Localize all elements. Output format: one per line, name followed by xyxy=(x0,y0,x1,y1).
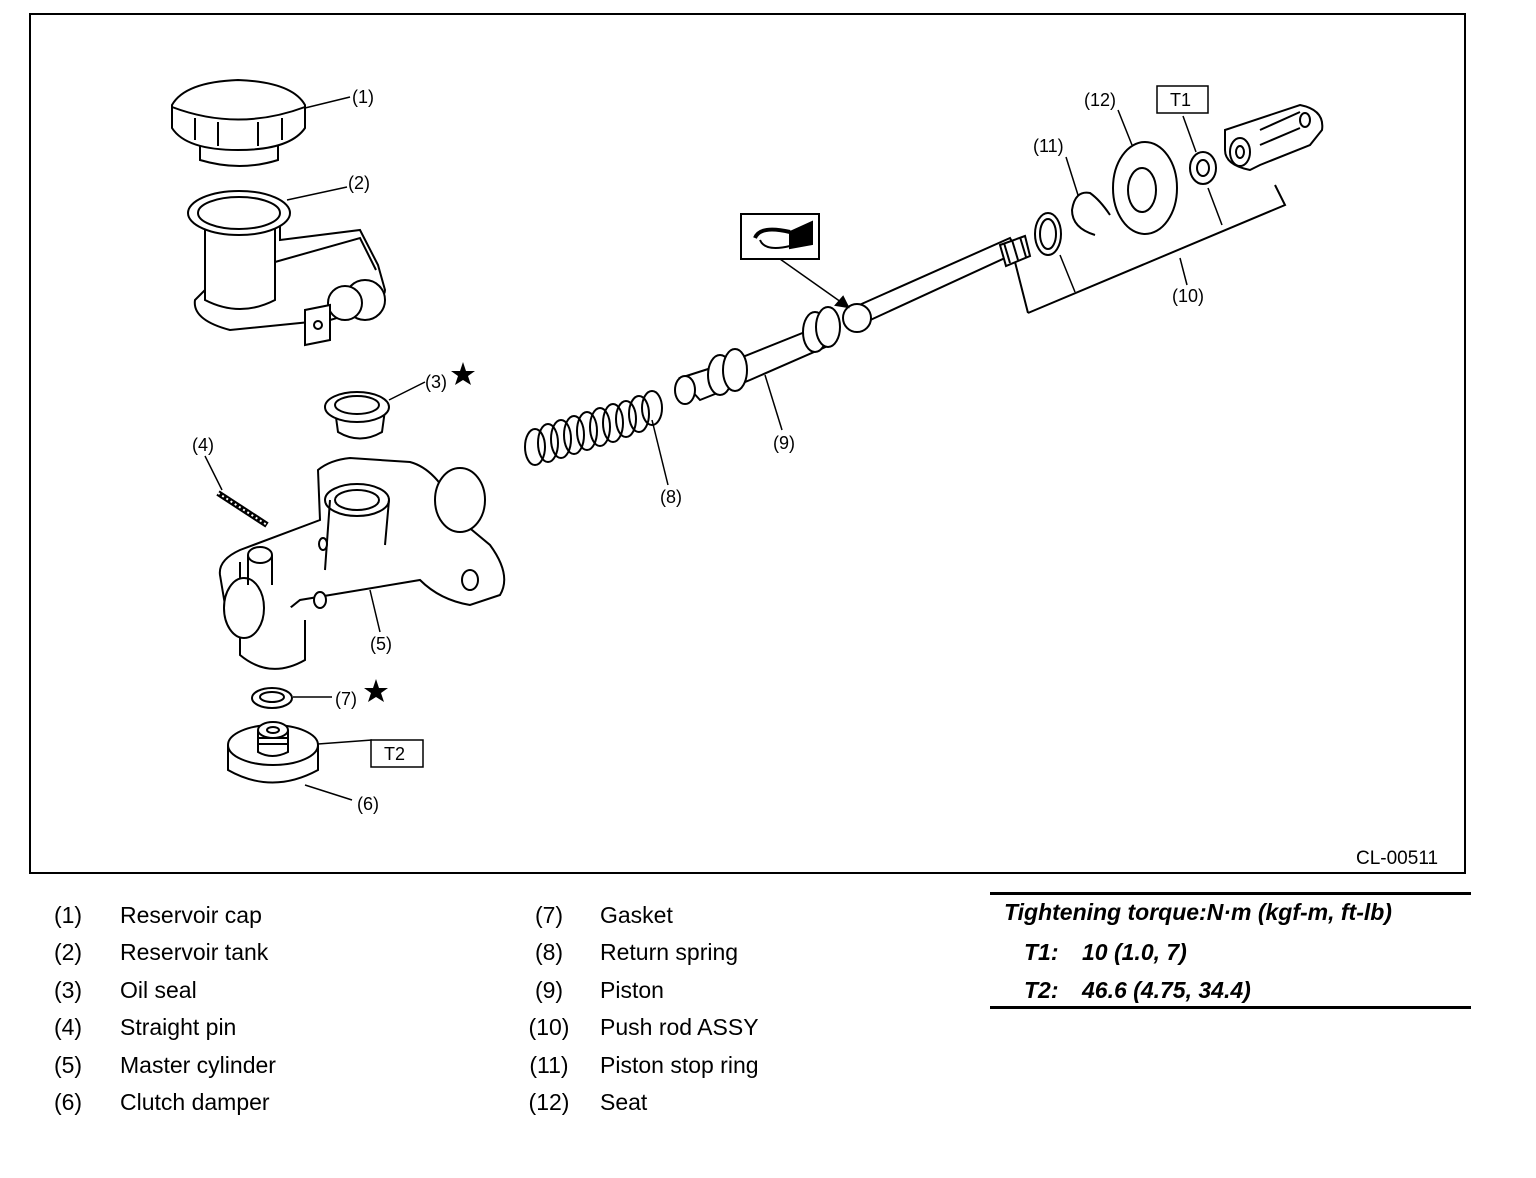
legend-num: (1) xyxy=(53,902,83,928)
push-rod-assy-part xyxy=(842,184,1287,333)
oil-seal-part xyxy=(324,381,426,440)
legend-num: (8) xyxy=(534,939,564,965)
callout-1: (1) xyxy=(352,87,374,107)
legend-label: Piston xyxy=(600,977,664,1003)
callout-3: (3) xyxy=(425,372,447,392)
diagram-frame xyxy=(29,13,1466,874)
callout-12: (12) xyxy=(1084,90,1116,110)
gasket-part xyxy=(251,687,332,709)
callout-9: (9) xyxy=(773,433,795,453)
torque-key: T2: xyxy=(1024,977,1059,1003)
straight-pin-part xyxy=(204,455,269,528)
legend-label: Clutch damper xyxy=(120,1089,270,1115)
legend-label: Seat xyxy=(600,1089,648,1115)
callout-7: (7) xyxy=(335,689,357,709)
legend-label: Piston stop ring xyxy=(600,1052,759,1078)
exploded-parts-diagram: (1) (2) (3) (4) (5) (7) (6) (8) (9) (10)… xyxy=(29,13,1466,874)
legend-num: (7) xyxy=(534,902,564,928)
legend-label: Master cylinder xyxy=(120,1052,276,1078)
legend-num: (10) xyxy=(528,1014,570,1040)
callout-10: (10) xyxy=(1172,286,1204,306)
callout-2: (2) xyxy=(348,173,370,193)
legend-num: (11) xyxy=(529,1052,569,1078)
legend-num: (6) xyxy=(53,1089,83,1115)
legend-label: Oil seal xyxy=(120,977,197,1003)
torque-key: T1: xyxy=(1024,939,1059,965)
svg-text:T2: T2 xyxy=(384,744,405,764)
clutch-damper-part xyxy=(227,721,373,801)
torque-box-t1: T1 xyxy=(1156,85,1209,114)
master-cylinder-part xyxy=(218,456,506,670)
legend-label: Straight pin xyxy=(120,1014,237,1040)
torque-value: 46.6 (4.75, 34.4) xyxy=(1082,977,1251,1003)
callout-4: (4) xyxy=(192,435,214,455)
reservoir-cap-part xyxy=(171,78,351,167)
replace-star-icon xyxy=(364,362,475,702)
torque-value: 10 (1.0, 7) xyxy=(1082,939,1187,965)
legend-label: Push rod ASSY xyxy=(600,1014,759,1040)
torque-rule-bottom xyxy=(990,1006,1471,1009)
legend-num: (12) xyxy=(528,1089,570,1115)
callout-6: (6) xyxy=(357,794,379,814)
legend-num: (3) xyxy=(53,977,83,1003)
torque-rule-top xyxy=(990,892,1471,895)
svg-text:T1: T1 xyxy=(1170,90,1191,110)
legend-num: (4) xyxy=(53,1014,83,1040)
legend-label: Gasket xyxy=(600,902,673,928)
callout-5: (5) xyxy=(370,634,392,654)
figure-id: CL-00511 xyxy=(1356,848,1438,869)
clevis-part xyxy=(1224,103,1324,172)
lock-nut-part xyxy=(1182,115,1217,185)
legend-label: Reservoir cap xyxy=(120,902,262,928)
return-spring-part xyxy=(524,390,669,486)
seat-part xyxy=(1112,109,1178,235)
legend-num: (2) xyxy=(53,939,83,965)
legend-label: Reservoir tank xyxy=(120,939,269,965)
legend-label: Return spring xyxy=(600,939,739,965)
torque-box-t2: T2 xyxy=(370,739,424,768)
legend-num: (9) xyxy=(534,977,564,1003)
callout-11: (11) xyxy=(1033,136,1064,156)
legend-num: (5) xyxy=(53,1052,83,1078)
grease-symbol-icon xyxy=(740,213,850,309)
piston-stop-ring-part xyxy=(1034,156,1111,256)
piston-part xyxy=(674,306,841,431)
torque-title: Tightening torque:N·m (kgf-m, ft-lb) xyxy=(1004,899,1392,925)
callout-8: (8) xyxy=(660,487,682,507)
reservoir-tank-part xyxy=(187,186,387,347)
